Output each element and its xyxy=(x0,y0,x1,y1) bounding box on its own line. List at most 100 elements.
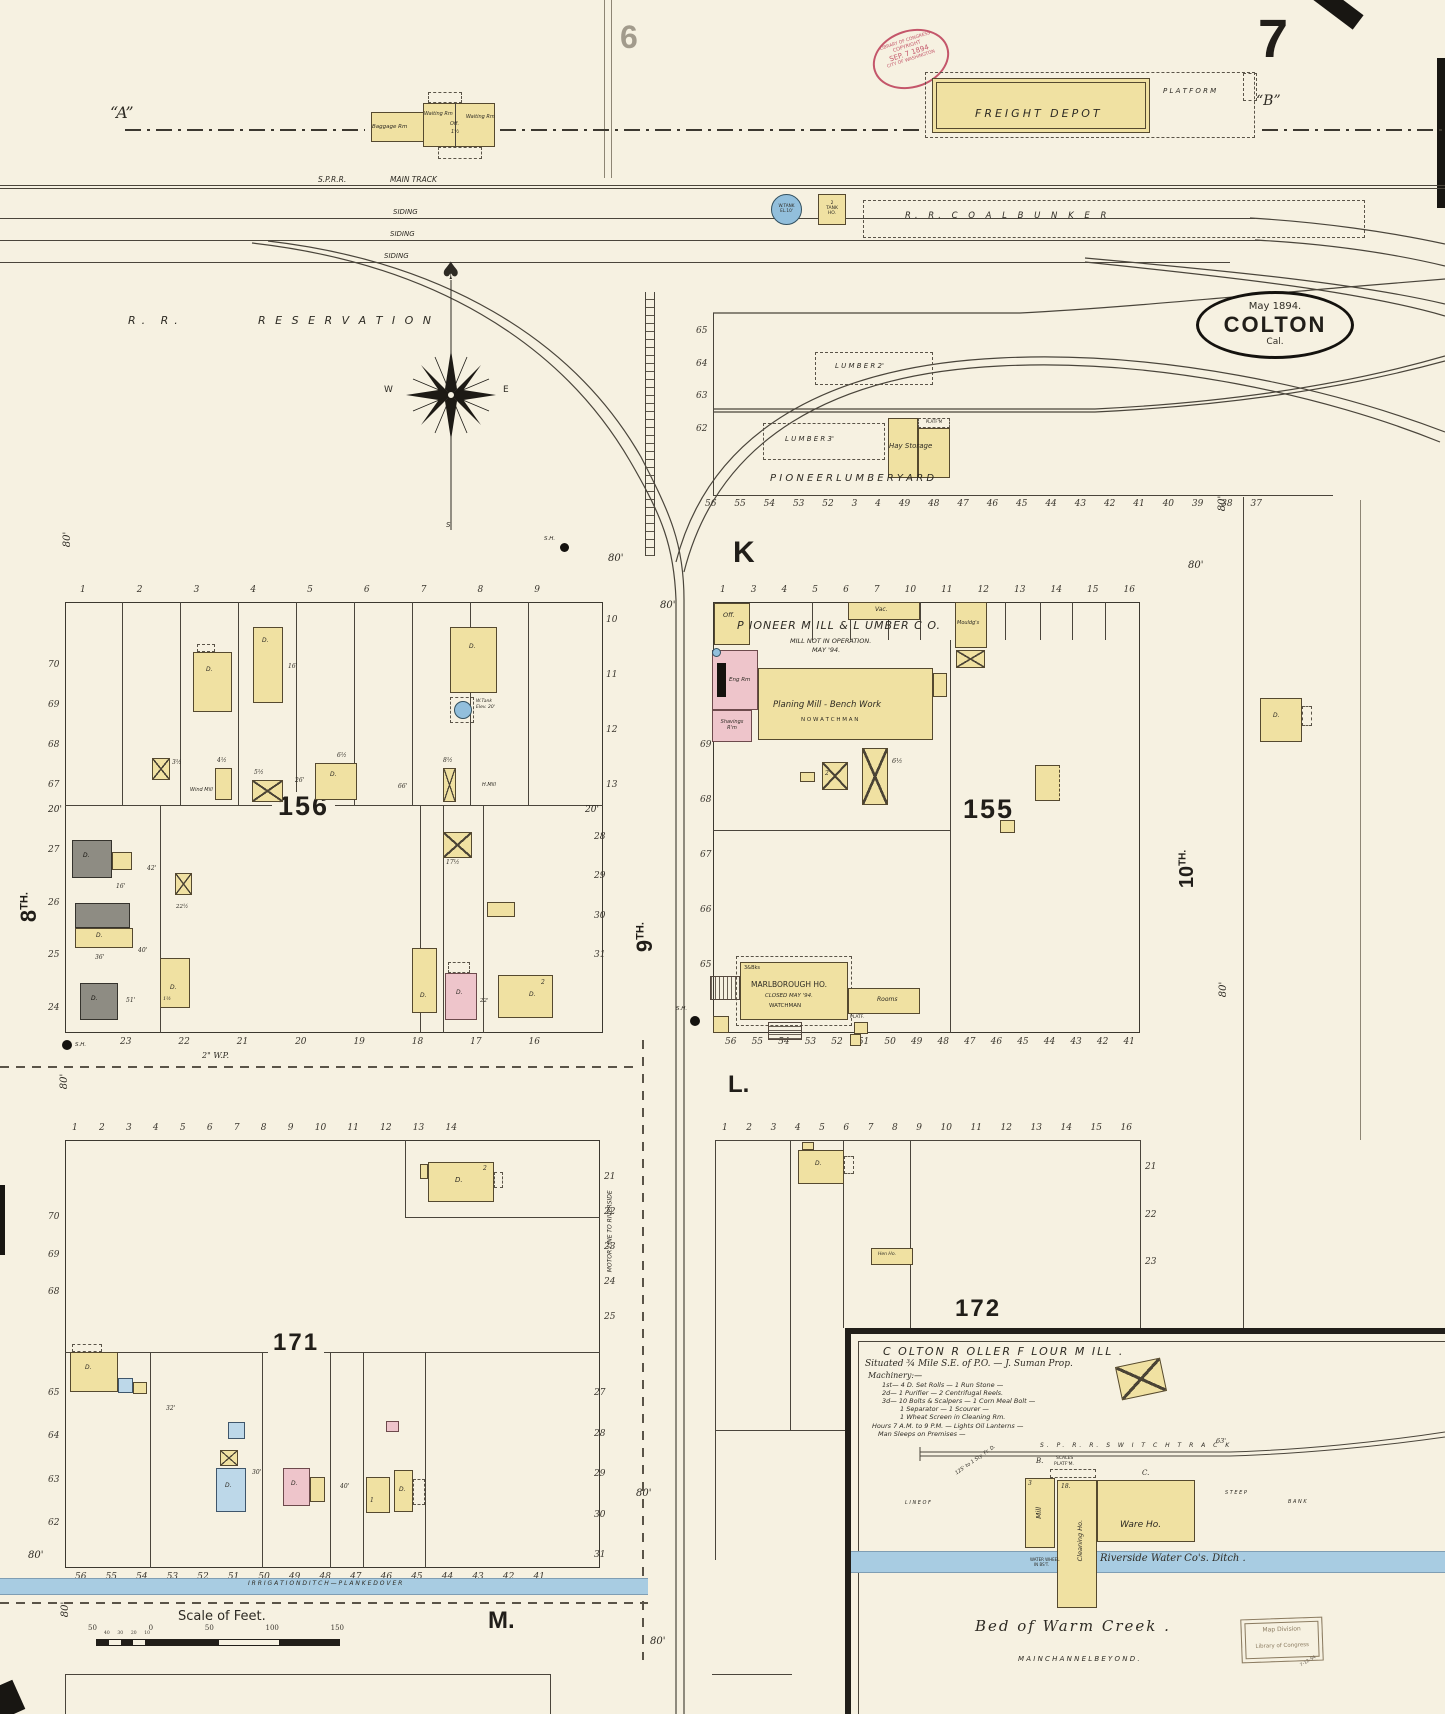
lot-number: 39 xyxy=(1191,499,1204,509)
lot-number: 5 xyxy=(307,585,313,595)
block-171-number: 171 xyxy=(268,1329,325,1357)
lumber-block-west-edge xyxy=(713,313,714,495)
hay-storage-building xyxy=(888,418,918,478)
street-width: 80' xyxy=(28,1550,44,1561)
lot-number: 52 xyxy=(831,1037,843,1047)
lot-line xyxy=(812,602,813,640)
lot-line xyxy=(296,602,297,805)
dwelling-label: D. xyxy=(170,984,177,991)
lot-number: 27 xyxy=(594,1388,606,1398)
lot-number: 7 xyxy=(873,585,880,595)
waiting-room-label: Waiting Rm xyxy=(466,114,495,120)
shed xyxy=(713,1016,729,1033)
lot-number: 56 xyxy=(705,499,717,509)
street-width: 80' xyxy=(62,531,74,548)
stamp-line: Map Division xyxy=(1262,1625,1301,1634)
addition xyxy=(112,852,132,870)
lot-line xyxy=(238,602,239,805)
lot-number: 67 xyxy=(700,850,712,860)
lot-number: 48 xyxy=(937,1037,949,1047)
tank-house-label2: HO. xyxy=(827,211,837,216)
lot-number: 46 xyxy=(990,1037,1003,1047)
mill-label: H.Mill xyxy=(482,782,496,788)
page-edge-mark xyxy=(1290,0,1364,30)
lot-number: 3 xyxy=(770,1123,777,1133)
stone-dwelling: D. xyxy=(216,1468,246,1512)
stable xyxy=(175,873,192,895)
lot-number: 63 xyxy=(48,1474,60,1485)
stories-label: 2 xyxy=(825,770,829,777)
lot-line xyxy=(412,602,413,805)
lot-number: 69 xyxy=(48,700,60,710)
engine-room: Eng Rm xyxy=(712,650,758,710)
lot-number: 53 xyxy=(792,499,805,509)
street-8th-number: 8 xyxy=(15,909,41,923)
irrigation-ditch xyxy=(0,1578,648,1595)
warehouse-label: Ware Ho. xyxy=(1120,1520,1162,1530)
machinery-line-1: 1st— 4 D. Set Rolls — 1 Run Stone — xyxy=(882,1381,1004,1389)
parcel-line xyxy=(405,1217,600,1218)
lot-number: 45 xyxy=(1016,499,1028,509)
dimension: 3½ xyxy=(172,759,182,766)
hydrant-label: S.H. xyxy=(544,536,556,542)
lot-number: 16 xyxy=(528,1037,540,1047)
mill-status-date: MAY '94. xyxy=(812,646,841,654)
fold-crease xyxy=(604,0,605,178)
mouldings-label: Mouldg's xyxy=(957,620,980,626)
lot-number: 47 xyxy=(964,1037,976,1047)
hydrant-label: S.H. xyxy=(75,1042,87,1048)
lot-number: 23 xyxy=(1145,1257,1157,1267)
dwelling-label: D. xyxy=(456,989,463,996)
wagon-scales xyxy=(1050,1469,1096,1478)
adobe-dwelling: D. xyxy=(72,840,112,878)
lot-number: 9 xyxy=(916,1123,922,1133)
sleeps-line: Man Sleeps on Premises — xyxy=(878,1430,966,1438)
lot-line xyxy=(850,602,851,640)
lot-number: 48 xyxy=(319,1572,331,1582)
lot-number: 20 xyxy=(130,1631,137,1636)
marlborough-rooms-wing: Rooms xyxy=(848,988,920,1014)
mill-annex xyxy=(933,673,947,697)
lot-number: 21 xyxy=(604,1172,616,1182)
dimension: 32' xyxy=(166,1405,176,1412)
lot-number: 4 xyxy=(875,499,881,509)
lot-number: 70 xyxy=(48,1212,60,1222)
page-edge-mark xyxy=(0,1185,5,1255)
stable xyxy=(220,1450,238,1466)
lot-number: 100 xyxy=(265,1624,279,1632)
marlborough-platform-label: PLATF. xyxy=(850,1015,865,1020)
lot-line xyxy=(790,1140,791,1430)
shed xyxy=(850,1034,861,1046)
dwelling-label: D. xyxy=(455,1176,463,1184)
street-width: 80' xyxy=(1218,981,1230,998)
sheet-number: 7 xyxy=(1258,9,1289,69)
lot-line xyxy=(180,602,181,805)
lot-number: 62 xyxy=(696,423,708,434)
lot-number: 46 xyxy=(380,1572,393,1582)
street-a-line xyxy=(500,129,920,131)
dwelling: D. xyxy=(193,652,232,712)
lumber-yard-name: P I O N E E R L U M B E R Y A R D xyxy=(770,473,935,484)
south-block-edge xyxy=(712,1674,792,1675)
lot-number: 13 xyxy=(606,780,618,790)
tank-house-label: TANK xyxy=(826,206,838,211)
marlborough-porch xyxy=(710,976,740,1000)
block-155-number: 155 xyxy=(963,794,1015,824)
lot-number: 5 xyxy=(179,1123,186,1133)
stories-label: 1 xyxy=(370,1497,374,1504)
dimension: 5½ xyxy=(254,769,264,776)
hen-house-label: Hen Ho. xyxy=(878,1252,897,1257)
dwelling-label: D. xyxy=(83,852,90,859)
water-tank-label: W.TANK xyxy=(778,203,795,208)
lot-number: 54 xyxy=(136,1572,148,1582)
lot-number: 64 xyxy=(48,1431,60,1442)
hay-platform-label: PLATF'M xyxy=(925,419,943,424)
street-width: 80' xyxy=(1217,495,1229,512)
warehouse: Ware Ho. xyxy=(1097,1480,1195,1542)
dwelling-label: D. xyxy=(206,666,213,673)
scale-title: Scale of Feet. xyxy=(178,1609,266,1624)
lot-line xyxy=(910,1140,911,1328)
